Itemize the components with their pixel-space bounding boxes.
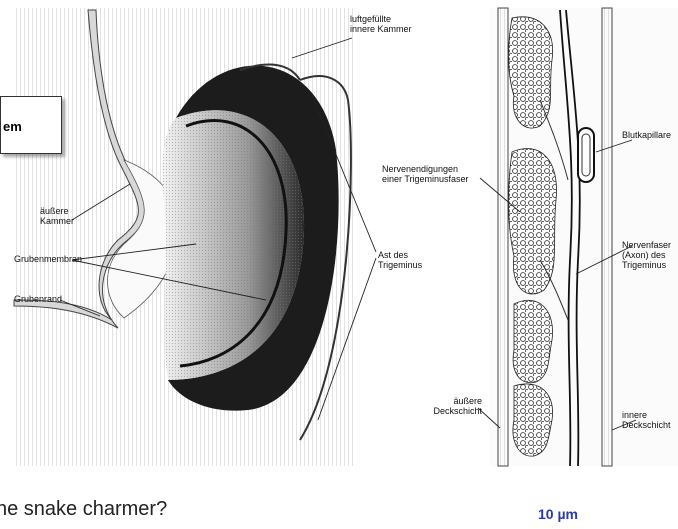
outer-cover-layer — [498, 8, 508, 466]
callout-box: em — [0, 96, 62, 154]
pit-organ-figure: luftgefüllte innere Kammer äußere Kammer… — [0, 0, 678, 470]
label-trigeminal-branch: Ast des Trigeminus — [378, 250, 422, 270]
label-blood-capillary: Blutkapillare — [622, 130, 671, 140]
label-nerve-fiber: Nervenfaser (Axon) des Trigeminus — [622, 240, 671, 270]
blood-capillary — [578, 128, 594, 182]
slide-caption: he snake charmer? — [0, 498, 167, 521]
callout-text: em — [3, 119, 22, 134]
inner-cover-layer — [602, 8, 612, 466]
figure-drawing — [0, 0, 678, 470]
label-pit-rim: Grubenrand — [14, 294, 62, 304]
label-outer-chamber: äußere Kammer — [40, 206, 74, 226]
label-nerve-endings: Nervenendigungen einer Trigeminusfaser — [382, 164, 469, 184]
label-pit-membrane: Grubenmembran — [14, 254, 82, 264]
label-inner-cover-layer: innere Deckschicht — [622, 410, 671, 430]
scale-bar-label: 10 µm — [538, 506, 578, 522]
label-inner-chamber: luftgefüllte innere Kammer — [350, 14, 412, 34]
label-outer-cover-layer: äußere Deckschicht — [420, 396, 482, 416]
